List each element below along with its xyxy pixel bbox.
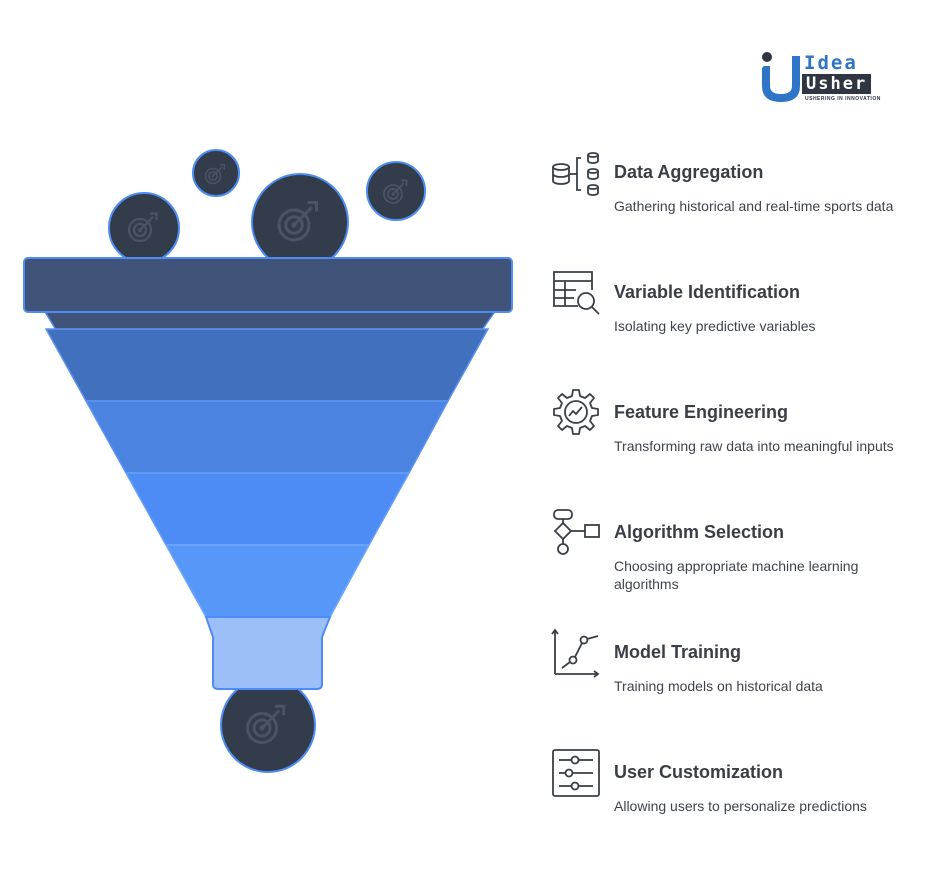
funnel-spout <box>204 616 332 690</box>
step-title: User Customization <box>614 762 784 782</box>
step-feature-engineering: Feature Engineering Transforming raw dat… <box>548 388 898 488</box>
funnel-layer-4 <box>124 472 411 546</box>
logo-mark-icon <box>762 52 800 102</box>
input-ball <box>192 149 240 197</box>
output-ball <box>220 677 316 773</box>
input-ball <box>366 161 426 221</box>
flowchart-icon <box>553 509 600 555</box>
gear-chart-icon <box>553 389 599 435</box>
sliders-icon <box>552 749 600 797</box>
step-variable-identification: Variable Identification Isolating key pr… <box>548 268 898 368</box>
step-title: Variable Identification <box>614 282 801 302</box>
funnel-layer-2 <box>44 328 490 402</box>
step-user-customization: User Customization Allowing users to per… <box>548 748 898 848</box>
step-description: Choosing appropriate machine learning al… <box>614 558 859 592</box>
funnel-layer-3 <box>84 400 450 474</box>
step-title: Model Training <box>614 642 742 662</box>
line-chart-icon <box>551 628 600 678</box>
step-data-aggregation: Data Aggregation Gathering historical an… <box>548 148 898 248</box>
logo-usher-text: Usher <box>802 74 872 94</box>
funnel-layer-5 <box>164 544 371 618</box>
logo-tagline: USHERING IN INNOVATION <box>805 96 881 102</box>
input-ball <box>108 192 180 264</box>
input-ball <box>251 173 349 271</box>
table-search-icon <box>553 271 600 315</box>
step-title: Algorithm Selection <box>614 522 785 542</box>
step-description: Isolating key predictive variables <box>614 318 816 334</box>
step-algorithm-selection: Algorithm Selection Choosing appropriate… <box>548 508 898 608</box>
funnel-rim <box>23 257 513 313</box>
logo-idea-text: Idea <box>804 52 858 74</box>
step-description: Training models on historical data <box>614 678 823 694</box>
brand-logo: Idea Usher USHERING IN INNOVATION <box>760 50 900 106</box>
step-description: Transforming raw data into meaningful in… <box>614 438 894 454</box>
database-icon <box>552 152 599 196</box>
step-description: Gathering historical and real-time sport… <box>614 198 894 214</box>
step-model-training: Model Training Training models on histor… <box>548 628 898 728</box>
step-description: Allowing users to personalize prediction… <box>614 798 867 814</box>
step-title: Feature Engineering <box>614 402 789 422</box>
step-title: Data Aggregation <box>614 162 764 182</box>
